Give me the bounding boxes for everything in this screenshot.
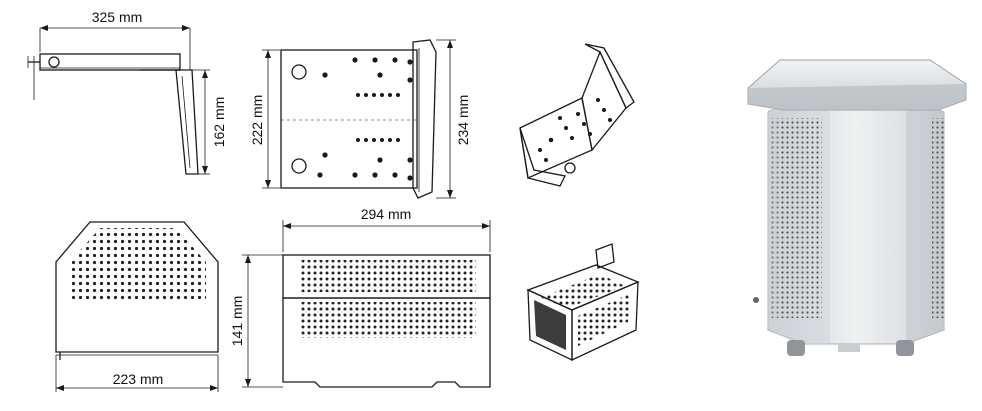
bracket-width-label: 325 mm — [92, 9, 143, 25]
front-view-housing-drawing — [55, 221, 219, 392]
front-width-label: 223 mm — [113, 371, 164, 387]
plate-outer-height-label: 234 mm — [455, 95, 471, 146]
side-view-housing-drawing — [242, 220, 491, 388]
housing-height-label: 141 mm — [229, 296, 245, 347]
mounting-plate-drawing — [262, 39, 456, 199]
side-bracket-drawing — [27, 25, 210, 175]
weather-housing-product-photo — [747, 59, 967, 356]
plate-inner-height-label: 222 mm — [249, 95, 265, 146]
isometric-bracket-drawing — [519, 43, 635, 187]
bracket-height-label: 162 mm — [211, 97, 227, 148]
isometric-housing-drawing — [526, 243, 640, 362]
housing-width-label: 294 mm — [361, 206, 412, 222]
